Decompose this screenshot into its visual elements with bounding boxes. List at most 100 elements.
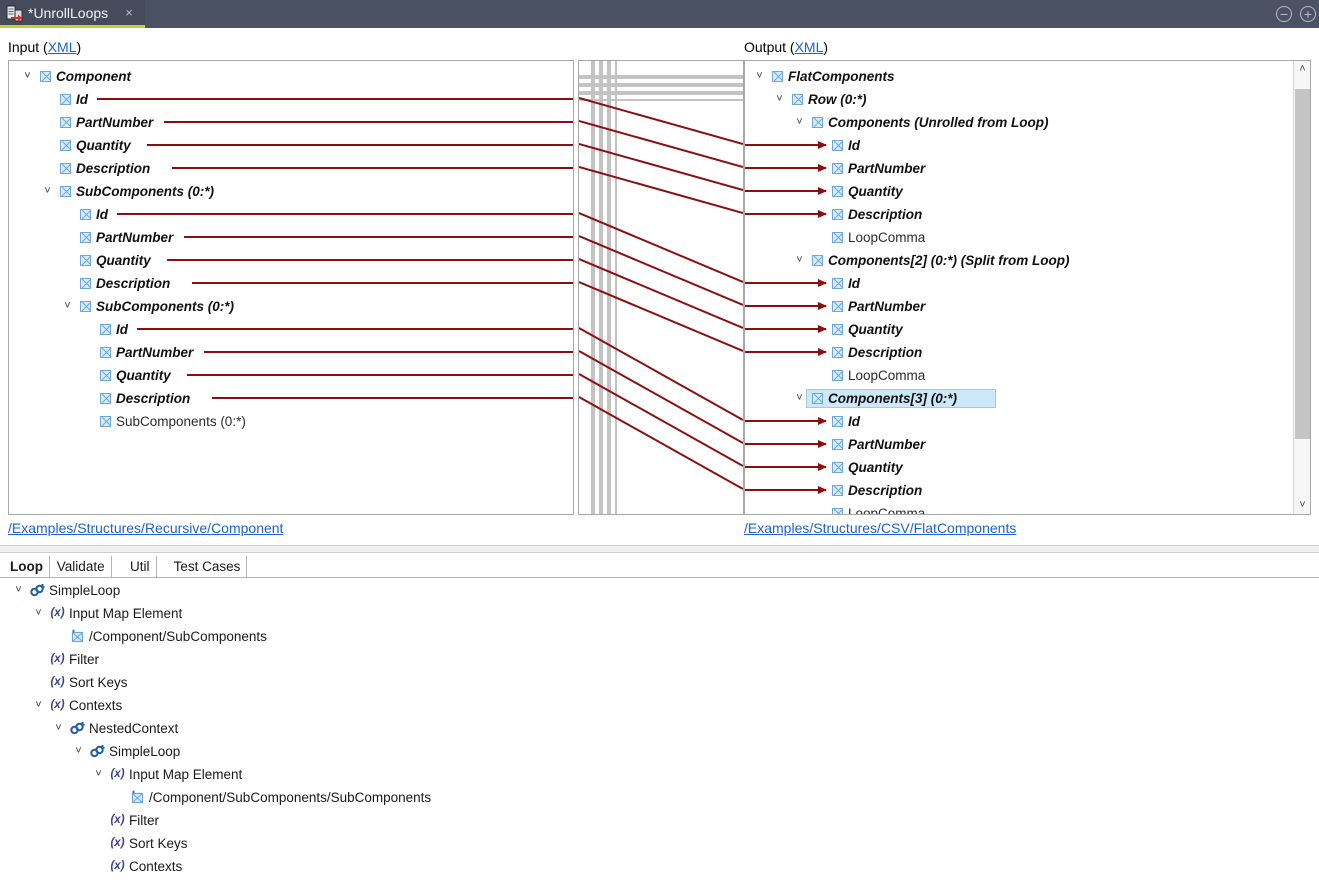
checkbox-icon[interactable] — [80, 209, 91, 220]
minimize-button[interactable]: − — [1276, 6, 1292, 22]
checkbox-icon[interactable] — [832, 508, 843, 514]
input-tree-row[interactable]: ˅SubComponents (0:*) — [9, 180, 573, 203]
checkbox-icon[interactable] — [812, 255, 823, 266]
input-tree-row[interactable]: PartNumber — [9, 341, 573, 364]
loop-tree-row[interactable]: ˅NestedContext — [0, 717, 1319, 740]
output-tree-row[interactable]: LoopComma — [745, 226, 1310, 249]
checkbox-icon[interactable] — [60, 163, 71, 174]
input-tree-row[interactable]: ˅SubComponents (0:*) — [9, 295, 573, 318]
checkbox-icon[interactable] — [80, 255, 91, 266]
checkbox-icon[interactable] — [832, 140, 843, 151]
chevron-down-icon[interactable]: ˅ — [35, 607, 42, 619]
checkbox-icon[interactable] — [832, 416, 843, 427]
input-tree-row[interactable]: Quantity — [9, 364, 573, 387]
output-tree-row[interactable]: LoopComma — [745, 364, 1310, 387]
input-tree-row[interactable]: Description — [9, 272, 573, 295]
output-tree-row[interactable]: PartNumber — [745, 433, 1310, 456]
checkbox-icon[interactable] — [832, 186, 843, 197]
output-tree-row[interactable]: ˅Row (0:*) — [745, 88, 1310, 111]
output-tree-row[interactable]: ˅Components[3] (0:*) — [745, 387, 1310, 410]
loop-tree-row[interactable]: (x)Filter — [0, 648, 1319, 671]
checkbox-icon[interactable] — [60, 94, 71, 105]
input-tree-row[interactable]: Id — [9, 88, 573, 111]
checkbox-icon[interactable] — [832, 278, 843, 289]
checkbox-icon[interactable] — [832, 209, 843, 220]
chevron-down-icon[interactable]: ˅ — [95, 768, 102, 780]
input-xml-link[interactable]: XML — [47, 39, 77, 55]
checkbox-icon[interactable] — [832, 347, 843, 358]
checkbox-icon[interactable] — [100, 347, 111, 358]
output-tree-row[interactable]: Description — [745, 203, 1310, 226]
loop-tree-row[interactable]: ˅SimpleLoop — [0, 579, 1319, 602]
tab-loop[interactable]: Loop — [4, 556, 50, 577]
chevron-down-icon[interactable]: ˅ — [796, 254, 803, 266]
chevron-down-icon[interactable]: ˅ — [24, 70, 31, 82]
output-tree-row[interactable]: Id — [745, 272, 1310, 295]
checkbox-icon[interactable] — [832, 324, 843, 335]
chevron-down-icon[interactable]: ˅ — [64, 300, 71, 312]
checkbox-icon[interactable] — [772, 71, 783, 82]
input-tree-row[interactable]: ˅Component — [9, 65, 573, 88]
output-tree-row[interactable]: Quantity — [745, 456, 1310, 479]
input-tree-row[interactable]: Quantity — [9, 249, 573, 272]
loop-tree-row[interactable]: (x)Sort Keys — [0, 671, 1319, 694]
chevron-down-icon[interactable]: ˅ — [55, 722, 62, 734]
scroll-up-icon[interactable]: ˄ — [1299, 63, 1306, 75]
output-tree-row[interactable]: ˅FlatComponents — [745, 65, 1310, 88]
output-tree-row[interactable]: Id — [745, 410, 1310, 433]
output-scrollbar[interactable]: ˄ ˅ — [1293, 61, 1310, 514]
loop-tree-row[interactable]: (x)Filter — [0, 809, 1319, 832]
checkbox-icon[interactable] — [832, 370, 843, 381]
editor-tab-unrollloops[interactable] — [0, 0, 145, 28]
checkbox-icon[interactable] — [100, 416, 111, 427]
loop-tree-row[interactable]: ˅(x)Contexts — [0, 694, 1319, 717]
output-xml-link[interactable]: XML — [794, 39, 824, 55]
tab-test-cases[interactable]: Test Cases — [168, 556, 248, 577]
checkbox-icon[interactable] — [40, 71, 51, 82]
loop-tree-row[interactable]: ˅SimpleLoop — [0, 740, 1319, 763]
panel-splitter[interactable] — [0, 545, 1319, 553]
input-tree-row[interactable]: Description — [9, 157, 573, 180]
scroll-down-icon[interactable]: ˅ — [1299, 499, 1306, 511]
checkbox-icon[interactable] — [100, 370, 111, 381]
chevron-down-icon[interactable]: ˅ — [15, 584, 22, 596]
output-tree-row[interactable]: Quantity — [745, 180, 1310, 203]
scrollbar-thumb[interactable] — [1295, 89, 1310, 439]
loop-tree-row[interactable]: (x)Contexts — [0, 855, 1319, 878]
chevron-down-icon[interactable]: ˅ — [35, 699, 42, 711]
input-tree-row[interactable]: PartNumber — [9, 226, 573, 249]
output-tree-row[interactable]: Description — [745, 341, 1310, 364]
output-tree-row[interactable]: PartNumber — [745, 295, 1310, 318]
checkbox-icon[interactable] — [60, 117, 71, 128]
chevron-down-icon[interactable]: ˅ — [756, 70, 763, 82]
chevron-down-icon[interactable]: ˅ — [776, 93, 783, 105]
chevron-down-icon[interactable]: ˅ — [796, 116, 803, 128]
checkbox-icon[interactable] — [80, 301, 91, 312]
checkbox-icon[interactable] — [812, 117, 823, 128]
checkbox-icon[interactable] — [832, 439, 843, 450]
input-tree-row[interactable]: Id — [9, 203, 573, 226]
output-tree-row[interactable]: Quantity — [745, 318, 1310, 341]
checkbox-icon[interactable] — [100, 393, 111, 404]
input-tree-row[interactable]: Quantity — [9, 134, 573, 157]
output-tree-row[interactable]: PartNumber — [745, 157, 1310, 180]
output-tree-row[interactable]: Id — [745, 134, 1310, 157]
maximize-button[interactable]: + — [1300, 6, 1316, 22]
loop-tree-row[interactable]: (x)Sort Keys — [0, 832, 1319, 855]
output-structure-path-link[interactable]: /Examples/Structures/CSV/FlatComponents — [744, 520, 1017, 536]
loop-tree-row[interactable]: ˅(x)Input Map Element — [0, 602, 1319, 625]
checkbox-icon[interactable] — [80, 278, 91, 289]
checkbox-icon[interactable] — [792, 94, 803, 105]
tab-util[interactable]: Util — [124, 556, 157, 577]
loop-tree-row[interactable]: ˅(x)Input Map Element — [0, 763, 1319, 786]
checkbox-icon[interactable] — [60, 186, 71, 197]
loop-tree-row[interactable]: /Component/SubComponents — [0, 625, 1319, 648]
checkbox-icon[interactable] — [812, 393, 823, 404]
checkbox-icon[interactable] — [100, 324, 111, 335]
output-tree-row[interactable]: ˅Components[2] (0:*) (Split from Loop) — [745, 249, 1310, 272]
output-tree-row[interactable]: ˅Components (Unrolled from Loop) — [745, 111, 1310, 134]
checkbox-icon[interactable] — [80, 232, 91, 243]
input-tree-row[interactable]: Description — [9, 387, 573, 410]
input-tree-row[interactable]: PartNumber — [9, 111, 573, 134]
